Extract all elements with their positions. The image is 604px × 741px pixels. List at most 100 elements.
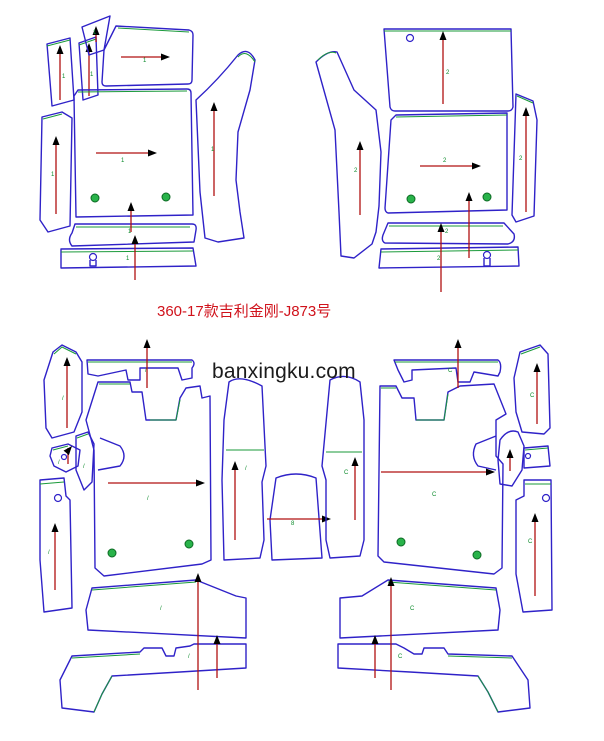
mat-piece: 2: [383, 28, 514, 112]
mat-piece: /: [39, 477, 73, 613]
piece-label: /: [188, 654, 190, 660]
grain-arrow: [533, 363, 541, 424]
locator-dot: [406, 194, 416, 204]
grain-arrow: [52, 136, 60, 214]
piece-label: /: [245, 466, 247, 472]
grain-arrow: [454, 339, 462, 388]
grain-arrow: [267, 515, 331, 523]
locator-dot: [472, 550, 482, 560]
piece-label: 8: [291, 521, 295, 527]
mat-piece: C: [339, 579, 501, 639]
grain-arrow: [127, 202, 135, 232]
watermark-text: banxingku.com: [212, 360, 356, 383]
mat-piece: C: [515, 479, 553, 613]
mat-piece: 1: [60, 247, 197, 269]
mat-piece: 2: [378, 246, 520, 269]
piece-label: 2: [519, 156, 523, 162]
grain-arrow: [371, 635, 379, 678]
grain-arrow: [465, 192, 473, 258]
grain-arrow: [522, 107, 530, 212]
piece-label: /: [83, 464, 85, 470]
piece-label: /: [48, 550, 50, 556]
grain-arrow: [51, 523, 59, 590]
piece-label: /: [145, 368, 147, 374]
grain-arrow: [231, 461, 239, 540]
mat-piece: 1: [68, 223, 197, 247]
rear-right-group: C C C C: [377, 339, 553, 613]
front-right-group: 2 2 2 2: [315, 28, 538, 292]
piece-label: 2: [446, 70, 450, 76]
grain-arrow: [143, 339, 151, 388]
mat-piece: C: [497, 430, 551, 487]
piece-label: /: [62, 396, 64, 402]
piece-label: 1: [90, 72, 94, 78]
grain-arrow: [96, 149, 157, 157]
cutout-hole: [524, 452, 532, 460]
grain-arrow: [351, 457, 359, 520]
grain-arrow: [213, 635, 221, 678]
rear-back-group: / / C C: [59, 573, 531, 713]
piece-label: 1: [211, 147, 215, 153]
grain-arrow: [92, 26, 100, 42]
piece-label: /: [160, 606, 162, 612]
mat-piece: 1: [195, 50, 256, 243]
grain-arrow: [420, 162, 481, 170]
front-left-group: 1 1 1 1 1: [39, 15, 256, 280]
piece-label: /: [58, 460, 60, 466]
cutout-hole: [88, 252, 98, 262]
mat-piece: 1: [39, 111, 73, 233]
piece-label: C: [528, 539, 533, 545]
mat-piece: 1: [78, 36, 99, 101]
locator-dot: [184, 539, 194, 549]
piece-label: C: [410, 606, 415, 612]
mat-piece: 2: [511, 93, 538, 223]
mat-piece: C: [377, 383, 507, 575]
diagram-title: 360-17款吉利金刚-J873号: [157, 303, 332, 320]
grain-arrow: [381, 468, 495, 476]
cutout-hole: [405, 33, 415, 43]
mat-piece: 2: [315, 51, 382, 259]
piece-label: 2: [445, 229, 449, 235]
mat-piece: /: [43, 344, 83, 439]
piece-label: 1: [126, 256, 130, 262]
mat-piece: /: [59, 643, 247, 713]
mat-piece: /: [85, 381, 212, 577]
mat-piece: 1: [73, 88, 194, 218]
mat-piece: C: [393, 359, 502, 383]
piece-label: 1: [128, 229, 132, 235]
grain-arrow: [437, 223, 445, 292]
piece-label: 1: [62, 74, 66, 80]
locator-dot: [90, 193, 100, 203]
grain-arrow: [439, 31, 447, 104]
locator-dot: [396, 537, 406, 547]
mat-piece: /: [75, 431, 95, 491]
piece-label: 2: [354, 168, 358, 174]
grain-arrow: [63, 357, 71, 428]
piece-label: C: [344, 470, 349, 476]
mat-piece: 2: [381, 222, 516, 245]
grain-arrow: [387, 577, 395, 690]
mat-piece: C: [513, 344, 551, 435]
mat-piece: /: [86, 359, 195, 381]
mat-piece: 2: [384, 112, 508, 214]
cutout-hole: [482, 250, 492, 260]
locator-dot: [482, 192, 492, 202]
cutout-hole: [60, 453, 68, 461]
locator-dot: [107, 548, 117, 558]
mat-piece: 1: [101, 25, 194, 87]
piece-label: 1: [51, 172, 55, 178]
mat-piece: C: [321, 375, 365, 559]
grain-arrow: [63, 443, 75, 464]
grain-arrow: [108, 479, 205, 487]
mat-piece: C: [337, 643, 531, 713]
mat-piece: 1: [46, 37, 75, 107]
grain-arrow: [210, 102, 218, 196]
piece-label: C: [432, 492, 437, 498]
grain-arrow: [356, 141, 364, 215]
piece-label: /: [147, 496, 149, 502]
mat-piece: /: [85, 579, 247, 639]
piece-label: 1: [121, 158, 125, 164]
piece-label: 2: [437, 256, 441, 262]
piece-label: C: [448, 368, 453, 374]
